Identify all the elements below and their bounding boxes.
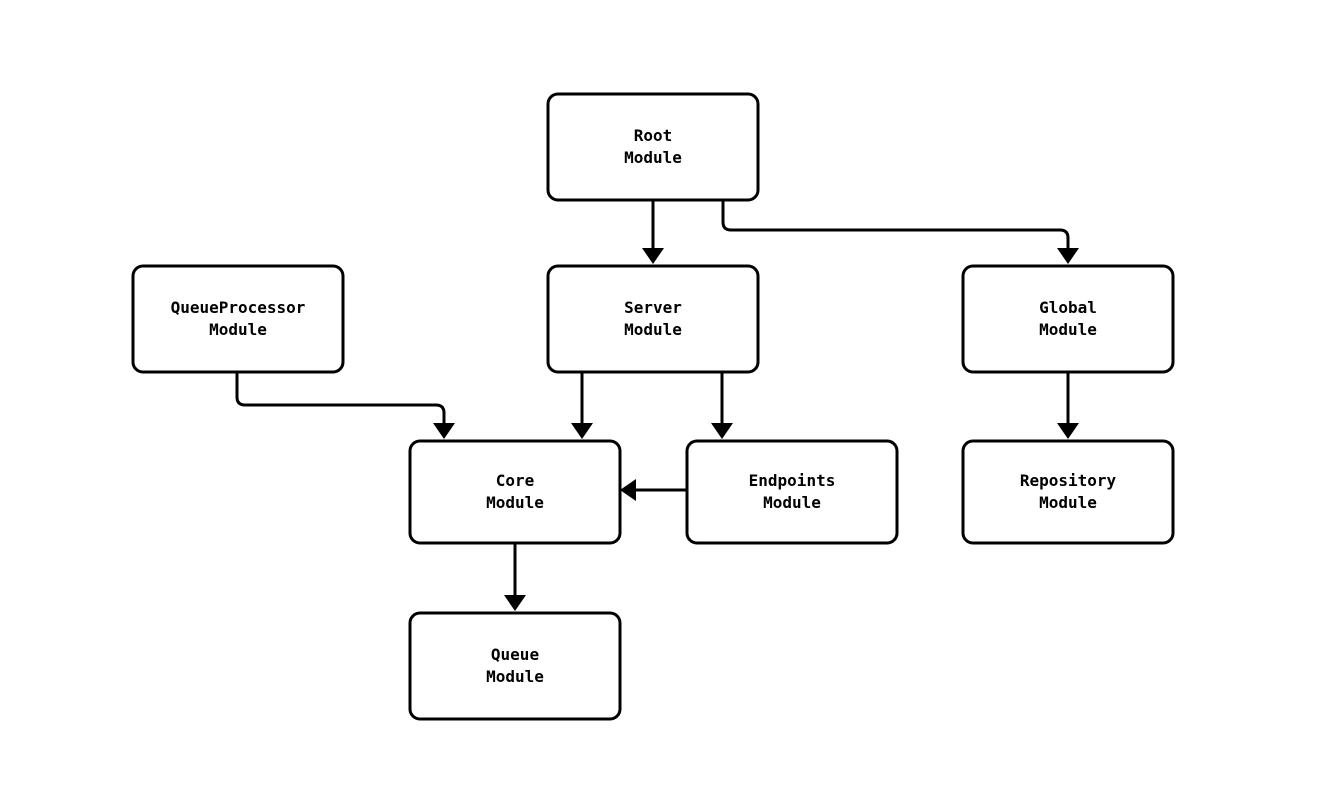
arrow-head-icon — [571, 423, 593, 439]
arrow-head-icon — [711, 423, 733, 439]
node-label-line2: Module — [624, 320, 682, 339]
edge-server-to-core — [571, 372, 593, 439]
node-label-line2: Module — [763, 493, 821, 512]
node-label-line1: Global — [1039, 298, 1097, 317]
node-box[interactable] — [408, 611, 622, 721]
edge-endpoints-to-core — [620, 479, 687, 501]
node-label-line1: Endpoints — [749, 471, 836, 490]
node-label-line2: Module — [1039, 493, 1097, 512]
edge-line — [235, 372, 446, 427]
edge-server-to-endpoints — [711, 372, 733, 439]
node-box[interactable] — [961, 439, 1175, 545]
edge-global-to-repository — [1057, 372, 1079, 439]
edge-queueprocessor-to-core — [235, 372, 455, 439]
arrow-head-icon — [642, 248, 664, 264]
edge-line — [721, 200, 1070, 252]
arrow-head-icon — [1057, 248, 1079, 264]
node-label-line2: Module — [1039, 320, 1097, 339]
node-label-line2: Module — [624, 148, 682, 167]
node-box[interactable] — [546, 92, 760, 202]
arrow-head-icon — [433, 423, 455, 439]
edge-core-to-queue — [504, 543, 526, 611]
arrow-head-icon — [504, 595, 526, 611]
node-label-line1: QueueProcessor — [171, 298, 306, 317]
node-box[interactable] — [131, 264, 345, 374]
node-label-line2: Module — [486, 493, 544, 512]
node-box[interactable] — [408, 439, 622, 545]
node-label-line2: Module — [209, 320, 267, 339]
node-box[interactable] — [961, 264, 1175, 374]
node-label-line1: Core — [496, 471, 535, 490]
node-label-line2: Module — [486, 667, 544, 686]
node-box[interactable] — [546, 264, 760, 374]
edge-root-to-server — [642, 200, 664, 264]
node-box[interactable] — [685, 439, 899, 545]
node-label-line1: Server — [624, 298, 682, 317]
node-label-line1: Root — [634, 126, 673, 145]
arrow-head-icon — [620, 479, 636, 501]
edges-layer — [235, 200, 1079, 611]
arrow-head-icon — [1057, 423, 1079, 439]
node-label-line1: Queue — [491, 645, 539, 664]
edge-root-to-global — [721, 200, 1079, 264]
node-label-line1: Repository — [1020, 471, 1117, 490]
